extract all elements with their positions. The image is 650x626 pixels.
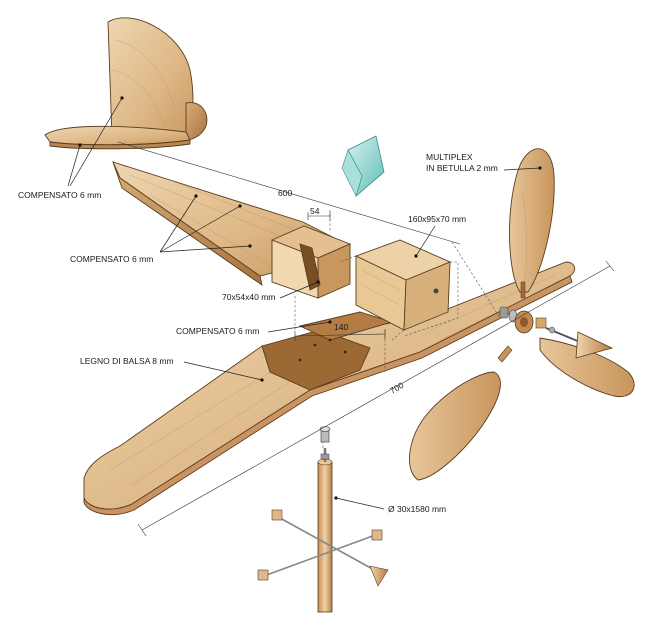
wind-vane — [341, 135, 385, 198]
dim-slot-width: 54 — [310, 206, 320, 216]
tail-stabilizer — [44, 125, 191, 150]
label-wing-material: LEGNO DI BALSA 8 mm — [80, 356, 174, 366]
propeller — [409, 148, 635, 481]
label-wing-plate: COMPENSATO 6 mm — [176, 326, 259, 336]
dim-fuselage-length: 600 — [278, 188, 292, 198]
label-nose-block: 160x95x70 mm — [408, 214, 466, 224]
label-tail-material: COMPENSATO 6 mm — [18, 190, 101, 200]
dim-wing-center: 140 — [334, 322, 348, 332]
label-propeller-line2: IN BETULLA 2 mm — [426, 163, 498, 173]
fuselage-block — [270, 225, 352, 299]
dimension-lines — [117, 141, 615, 537]
label-propeller-line1: MULTIPLEX — [426, 152, 473, 162]
wing — [83, 261, 576, 515]
label-fuselage-material: COMPENSATO 6 mm — [70, 254, 153, 264]
label-pole: Ø 30x1580 mm — [388, 504, 446, 514]
dim-wingspan: 700 — [388, 380, 406, 396]
label-fuselage-block: 70x54x40 mm — [222, 292, 275, 302]
nose-block — [354, 239, 452, 331]
pole-assembly — [257, 426, 389, 613]
labels: COMPENSATO 6 mm COMPENSATO 6 mm 70x54x40… — [18, 152, 498, 514]
tail-fin — [107, 17, 208, 141]
leader-lines — [67, 96, 542, 510]
